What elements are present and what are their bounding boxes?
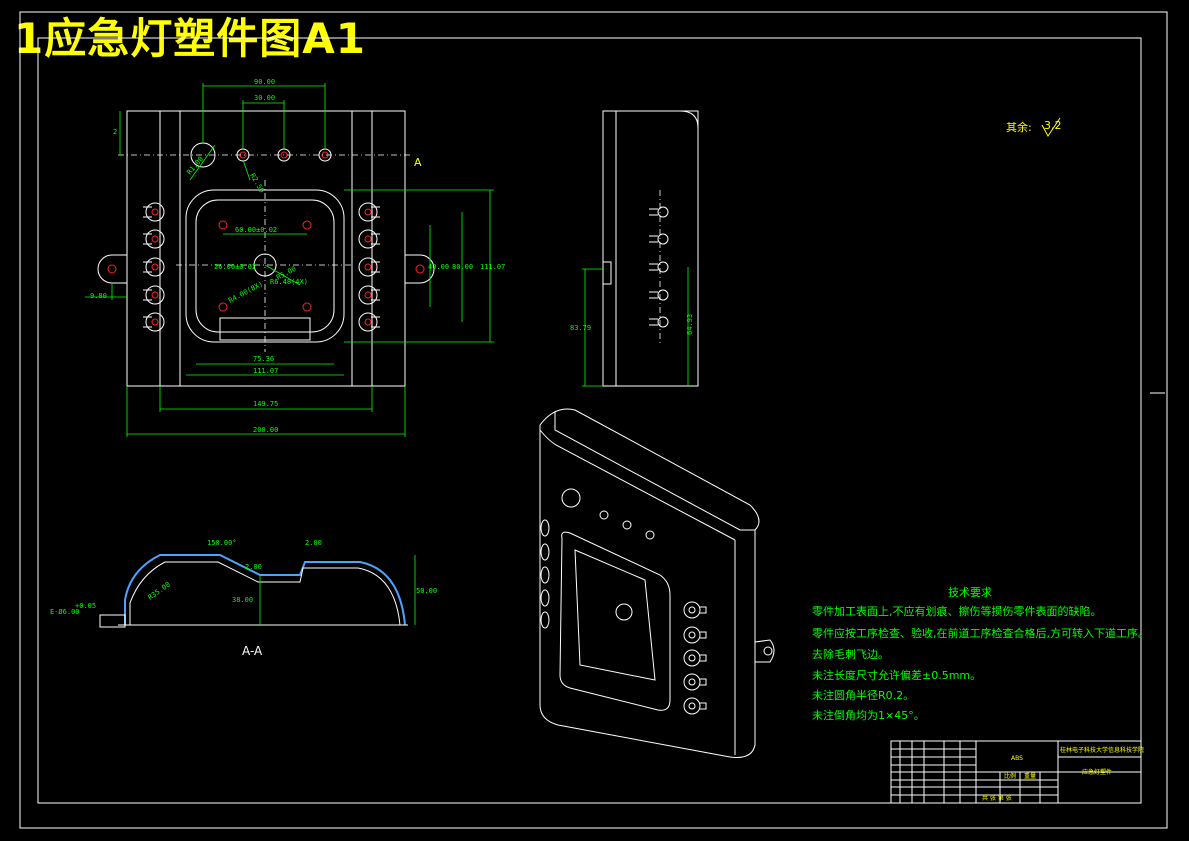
dim-30: 30.00 [254,94,275,102]
section-dia: E-Ø6.00 [50,608,80,616]
section-angle: 150.00° [207,539,237,547]
left-slots [143,202,165,332]
roughness-value: 3.2 [1044,119,1062,132]
section-r35: R35.00 [147,581,172,602]
top-view-outline [126,110,406,387]
section-view: 50.00 38.00 150.00° 2.00 2.00 R35.00 +0.… [50,539,437,658]
tech-item-5: 未注圆角半径R0.2。 [812,688,914,702]
section-dim-2a: 2.00 [305,539,322,547]
tech-item-2: 零件应按工序检查、验收,在前道工序检查合格后,方可转入下道工序。 [812,626,1149,640]
radius-label-4: R6.48(4X) [270,278,308,286]
dim-149: 149.75 [253,400,278,408]
top-view: A 90.00 30.00 2 60.00±0.02 26.00±0.02 40… [85,78,505,437]
side-dim-83: 83.79 [570,324,591,332]
section-tol: +0.05 [75,602,96,610]
tb-sheet-label: 共 张 第 张 [982,794,1012,802]
tb-weight-label: 重量 [1024,772,1036,780]
dim-2: 2 [113,128,117,136]
outer-border [19,11,1168,829]
tech-requirements: 技术要求 零件加工表面上,不应有划痕、擦伤等损伤零件表面的缺陷。 零件应按工序检… [812,586,1149,722]
tb-scale-label: 比例 [1004,772,1016,780]
top-view-dimensions: 90.00 30.00 2 60.00±0.02 26.00±0.02 40.0… [85,78,505,437]
section-dim-38: 38.00 [232,596,253,604]
dim-40: 40.00 [428,263,449,271]
dim-80: 80.00 [452,263,473,271]
dim-200: 200.00 [253,426,278,434]
tb-part-name: 应急灯塑件 [1082,768,1112,776]
tb-material: ABS [1011,755,1023,762]
side-dim-64: 64.93 [686,314,694,335]
dim-26: 26.00±0.02 [214,263,256,271]
dim-75: 75.36 [253,355,274,363]
dim-111v: 111.07 [480,263,505,271]
dim-90: 90.00 [254,78,275,86]
tech-item-4: 未注长度尺寸允许偏差±0.5mm。 [812,668,981,682]
radius-label-2: R2.50 [248,172,265,194]
isometric-view [539,408,775,758]
inner-frame [37,37,1142,804]
tb-school: 桂林电子科技大学信息科技学院 [1060,746,1144,754]
dim-9: 9.80 [90,292,107,300]
radius-label-5: R4.00(8X) [227,280,264,305]
roughness-symbol-icon [1041,117,1061,137]
roughness-label: 其余: [1006,120,1032,134]
dim-111h: 111.07 [253,367,278,375]
tech-heading: 技术要求 [948,586,992,599]
tech-item-6: 未注倒角均为1×45°。 [812,708,925,722]
side-view: 83.79 64.93 [570,110,699,387]
dim-60: 60.00±0.02 [235,226,277,234]
right-slots [358,202,380,332]
section-dim-50: 50.00 [416,587,437,595]
section-dim-2b: 2.00 [245,563,262,571]
tech-item-1: 零件加工表面上,不应有划痕、擦伤等损伤零件表面的缺陷。 [812,604,1102,618]
title-block: ABS 桂林电子科技大学信息科技学院 应急灯塑件 比例 重量 共 张 第 张 [890,740,1144,804]
section-marker: A [414,156,422,169]
tech-item-3: 去除毛刺飞边。 [812,647,889,661]
section-label: A-A [242,644,263,658]
